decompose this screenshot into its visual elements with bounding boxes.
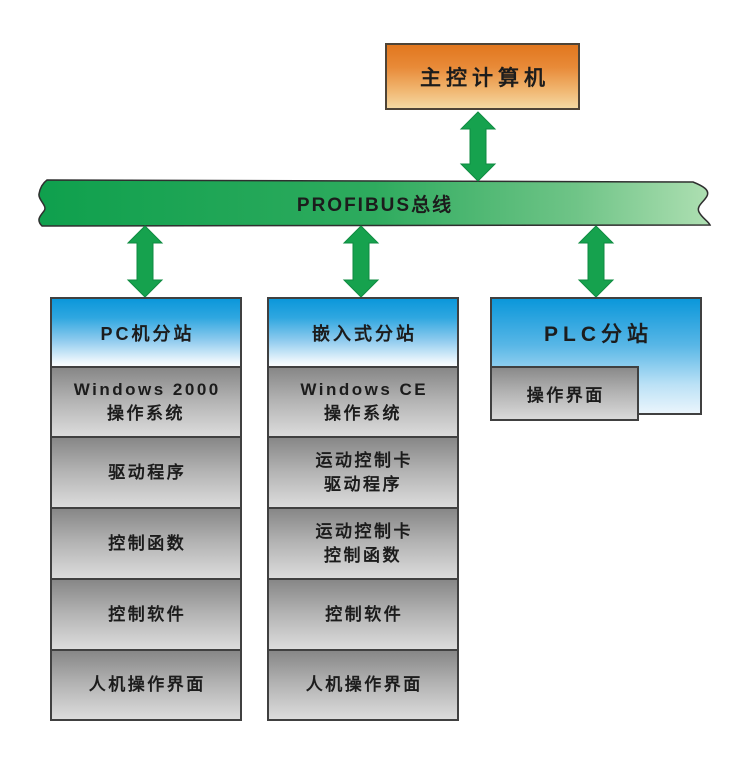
master-computer-box: 主控计算机: [385, 43, 580, 110]
station-pc-layer-control-software: 控制软件: [50, 578, 242, 651]
arrow-master-to-bus-icon: [459, 111, 497, 182]
station-embedded-layer-os: Windows CE 操作系统: [267, 366, 459, 438]
station-pc-layer-driver: 驱动程序: [50, 436, 242, 509]
station-pc-layer-control-functions: 控制函数: [50, 507, 242, 580]
station-embedded-header: 嵌入式分站: [267, 297, 459, 368]
station-pc-layer-os: Windows 2000 操作系统: [50, 366, 242, 438]
arrow-bus-to-pc-station-icon: [126, 225, 164, 298]
station-embedded-layer-hmi: 人机操作界面: [267, 649, 459, 721]
station-embedded-layer-driver: 运动控制卡 驱动程序: [267, 436, 459, 509]
station-pc-layer-hmi: 人机操作界面: [50, 649, 242, 721]
arrow-bus-to-embedded-station-icon: [342, 225, 380, 298]
master-computer-label: 主控计算机: [420, 66, 550, 90]
profibus-bus-label: PROFIBUS总线: [296, 194, 454, 216]
station-pc-header: PC机分站: [50, 297, 242, 368]
station-plc-layer-operator-interface: 操作界面: [490, 366, 639, 421]
station-plc-header: PLC分站: [544, 323, 653, 346]
station-embedded-layer-control-software: 控制软件: [267, 578, 459, 651]
station-embedded-layer-control-functions: 运动控制卡 控制函数: [267, 507, 459, 580]
arrow-bus-to-plc-station-icon: [577, 225, 615, 298]
station-plc-box: PLC分站 操作界面: [490, 297, 702, 421]
profibus-bus-ribbon: [38, 179, 712, 227]
